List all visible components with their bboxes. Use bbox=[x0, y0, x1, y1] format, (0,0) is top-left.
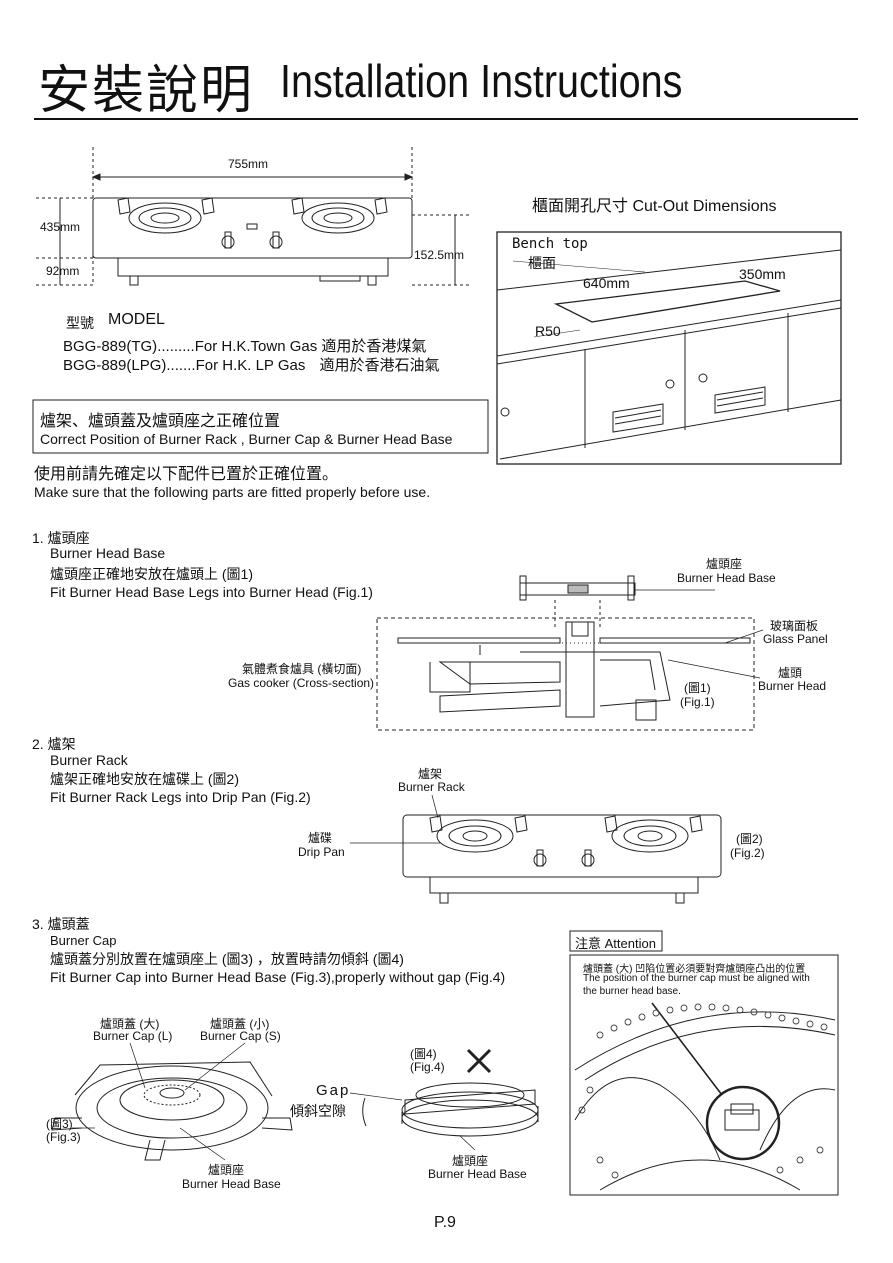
fig4-label-zh: (圖4) bbox=[410, 1047, 437, 1061]
fig2-pan-zh: 爐碟 bbox=[308, 831, 333, 845]
fig3-cap-s-zh: 爐頭蓋 (小) bbox=[210, 1017, 270, 1031]
step1-inst-en: Fit Burner Head Base Legs into Burner He… bbox=[50, 584, 373, 600]
fig1-label-zh: (圖1) bbox=[684, 681, 711, 695]
fig3-cap-l-en: Burner Cap (L) bbox=[93, 1029, 173, 1043]
fig1-head-en: Burner Head bbox=[758, 679, 827, 693]
cutout-title-zh: 櫃面開孔尺寸 bbox=[532, 198, 629, 215]
fig4-gap-en: Gap bbox=[316, 1082, 351, 1099]
step3-heading: 3. 爐頭蓋 bbox=[32, 914, 90, 934]
bench-top-zh: 櫃面 bbox=[528, 255, 556, 271]
model-zh: 適用於香港石油氣 bbox=[319, 357, 440, 374]
attention-line-en-1: The position of the burner cap must be a… bbox=[583, 973, 810, 984]
cutout-title: 櫃面開孔尺寸 Cut-Out Dimensions bbox=[532, 192, 777, 216]
model-code: BGG-889(LPG) bbox=[63, 357, 167, 374]
page-number: P.9 bbox=[434, 1214, 456, 1231]
fig2-label-en: (Fig.2) bbox=[730, 846, 765, 860]
fig2-rack-zh: 爐架 bbox=[418, 767, 443, 781]
cutout-width: 640mm bbox=[583, 275, 630, 291]
model-label-zh: 型號 bbox=[66, 315, 94, 331]
fig1-base-zh: 爐頭座 bbox=[706, 557, 743, 571]
dim-depth: 435mm bbox=[40, 220, 81, 234]
step-number: 2. bbox=[32, 736, 44, 752]
fig4-base-zh: 爐頭座 bbox=[452, 1154, 489, 1168]
attention-title: 注意 Attention bbox=[575, 933, 656, 952]
model-row-tg: BGG-889(TG).........For H.K.Town Gas 適用於… bbox=[63, 335, 426, 356]
model-code: BGG-889(TG) bbox=[63, 338, 158, 355]
fig1-label-en: (Fig.1) bbox=[680, 695, 715, 709]
fig4-label-en: (Fig.4) bbox=[410, 1060, 445, 1074]
step3-inst-en: Fit Burner Cap into Burner Head Base (Fi… bbox=[50, 969, 506, 985]
dim-offset: 152.5mm bbox=[414, 248, 465, 262]
step-number: 3. bbox=[32, 916, 44, 932]
step2-title-en: Burner Rack bbox=[50, 752, 128, 768]
fig1-base-en: Burner Head Base bbox=[677, 571, 776, 585]
fig3-cap-s-en: Burner Cap (S) bbox=[200, 1029, 281, 1043]
step3-title-en: Burner Cap bbox=[50, 933, 117, 948]
position-box-zh: 爐架、爐頭蓋及爐頭座之正確位置 bbox=[40, 413, 281, 430]
model-desc: For H.K. LP Gas bbox=[195, 357, 306, 374]
fig1-cooker-en: Gas cooker (Cross-section) bbox=[228, 676, 375, 690]
model-row-lpg: BGG-889(LPG).......For H.K. LP Gas 適用於香港… bbox=[63, 354, 440, 375]
fig3-cap-l-zh: 爐頭蓋 (大) bbox=[100, 1017, 160, 1031]
step2-inst-en: Fit Burner Rack Legs into Drip Pan (Fig.… bbox=[50, 789, 311, 805]
position-box-en: Correct Position of Burner Rack , Burner… bbox=[40, 431, 453, 447]
model-zh: 適用於香港煤氣 bbox=[321, 338, 427, 355]
fig4-base-en: Burner Head Base bbox=[428, 1167, 527, 1181]
cutout-depth: 350mm bbox=[739, 266, 786, 282]
step-title-zh: 爐頭蓋 bbox=[47, 916, 90, 932]
fig3-label-zh: (圖3) bbox=[46, 1117, 73, 1131]
step-title-zh: 爐架 bbox=[47, 736, 76, 752]
fig4-gap-zh: 傾斜空隙 bbox=[290, 1103, 346, 1119]
step1-title-en: Burner Head Base bbox=[50, 545, 166, 561]
title-divider bbox=[34, 118, 858, 120]
dim-height: 92mm bbox=[46, 264, 80, 278]
model-desc: For H.K.Town Gas bbox=[194, 338, 318, 355]
model-dots: ....... bbox=[166, 357, 196, 374]
step1-heading: 1. 爐頭座 bbox=[32, 528, 90, 548]
intro-en: Make sure that the following parts are f… bbox=[34, 484, 431, 500]
cutout-radius: R50 bbox=[535, 323, 561, 339]
step-title-zh: 爐頭座 bbox=[47, 530, 90, 546]
attention-title-en: Attention bbox=[604, 936, 656, 951]
fig3-label-en: (Fig.3) bbox=[46, 1130, 81, 1144]
step2-heading: 2. 爐架 bbox=[32, 734, 76, 754]
fig1-head-zh: 爐頭 bbox=[778, 666, 803, 680]
dim-width: 755mm bbox=[228, 157, 269, 171]
intro-zh: 使用前請先確定以下配件已置於正確位置。 bbox=[34, 466, 339, 483]
page-title-zh: 安裝說明 bbox=[38, 61, 255, 121]
fig2-rack-en: Burner Rack bbox=[398, 780, 465, 794]
fig1-glass-en: Glass Panel bbox=[763, 632, 828, 646]
fig1-cooker-zh: 氣體煮食爐具 (橫切面) bbox=[242, 662, 362, 676]
step3-inst-zh: 爐頭蓋分別放置在爐頭座上 (圖3) ，放置時請勿傾斜 (圖4) bbox=[50, 951, 404, 967]
page-title-en: Installation Instructions bbox=[280, 55, 683, 107]
attention-title-zh: 注意 bbox=[575, 936, 602, 951]
attention-line-zh: 爐頭蓋 (大) 凹陷位置必須要對齊爐頭座凸出的位置 bbox=[583, 964, 806, 975]
step1-inst-zh: 爐頭座正確地安放在爐頭上 (圖1) bbox=[50, 566, 253, 582]
model-label-en: MODEL bbox=[108, 311, 165, 328]
cutout-title-en: Cut-Out Dimensions bbox=[632, 198, 777, 215]
model-dots: ......... bbox=[157, 338, 195, 355]
attention-line-en-2: the burner head base. bbox=[583, 986, 681, 997]
step-number: 1. bbox=[32, 530, 44, 546]
bench-top-en: Bench top bbox=[512, 236, 588, 252]
step2-inst-zh: 爐架正確地安放在爐碟上 (圖2) bbox=[50, 771, 239, 787]
fig3-base-en: Burner Head Base bbox=[182, 1177, 281, 1191]
fig2-label-zh: (圖2) bbox=[736, 832, 763, 846]
fig3-base-zh: 爐頭座 bbox=[208, 1163, 245, 1177]
fig2-pan-en: Drip Pan bbox=[298, 845, 345, 859]
fig1-glass-zh: 玻璃面板 bbox=[770, 619, 819, 633]
